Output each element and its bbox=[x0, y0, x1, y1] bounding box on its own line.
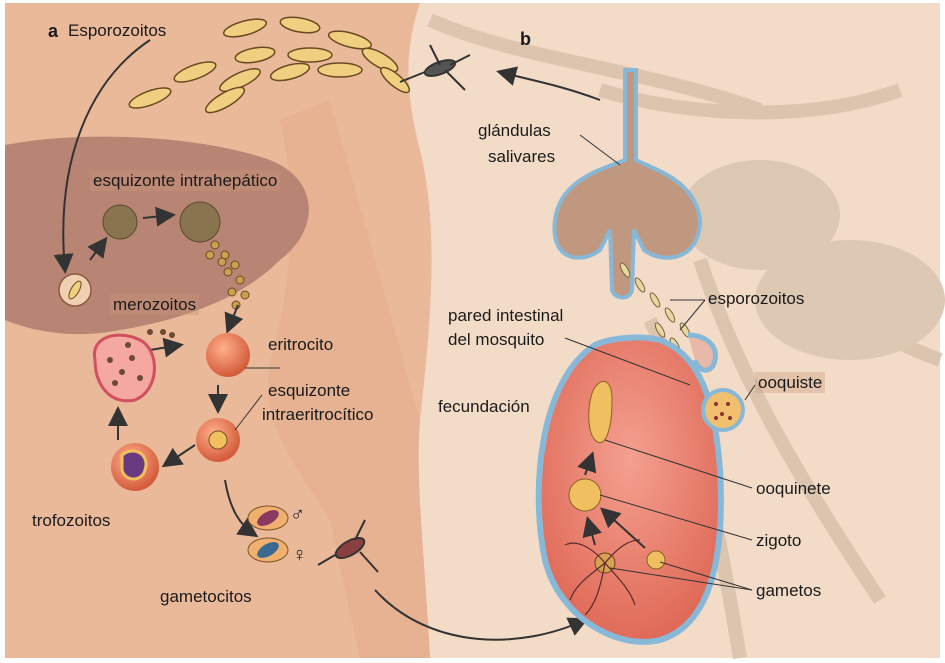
female-symbol: ♀ bbox=[292, 545, 307, 566]
label-pared-1: pared intestinal bbox=[448, 305, 563, 326]
ruptured-erythrocyte bbox=[94, 335, 154, 401]
hepatic-schizont-small bbox=[103, 205, 137, 239]
zygote bbox=[569, 479, 601, 511]
label-fecundacion: fecundación bbox=[438, 396, 530, 417]
label-gametos: gametos bbox=[756, 580, 821, 601]
label-esporozoitos-human: Esporozoitos bbox=[68, 20, 166, 41]
male-symbol: ♂ bbox=[290, 505, 305, 526]
mosquito-midgut bbox=[539, 338, 721, 642]
label-ooquiste: ooquiste bbox=[755, 372, 825, 393]
label-esporozoitos-mosquito: esporozoitos bbox=[708, 288, 804, 309]
label-esquizonte-intrahepatico: esquizonte intrahepático bbox=[90, 170, 280, 191]
label-zigoto: zigoto bbox=[756, 530, 801, 551]
hepatic-schizont-large bbox=[180, 202, 220, 242]
label-esquizonte-1: esquizonte bbox=[268, 380, 350, 401]
label-esquizonte-2: intraeritrocítico bbox=[262, 404, 373, 425]
label-trofozoitos: trofozoitos bbox=[32, 510, 110, 531]
oocyst bbox=[703, 390, 743, 430]
erythrocyte bbox=[206, 333, 250, 377]
label-merozoitos: merozoitos bbox=[110, 294, 199, 315]
label-gametocitos: gametocitos bbox=[160, 586, 252, 607]
label-glandulas-1: glándulas bbox=[478, 120, 551, 141]
panel-b-label: b bbox=[520, 29, 531, 50]
label-ooquinete: ooquinete bbox=[756, 478, 831, 499]
female-gamete bbox=[647, 551, 665, 569]
panel-a-label: a bbox=[48, 21, 58, 42]
label-pared-2: del mosquito bbox=[448, 329, 544, 350]
label-glandulas-2: salivares bbox=[488, 146, 555, 167]
label-eritrocito: eritrocito bbox=[268, 334, 333, 355]
